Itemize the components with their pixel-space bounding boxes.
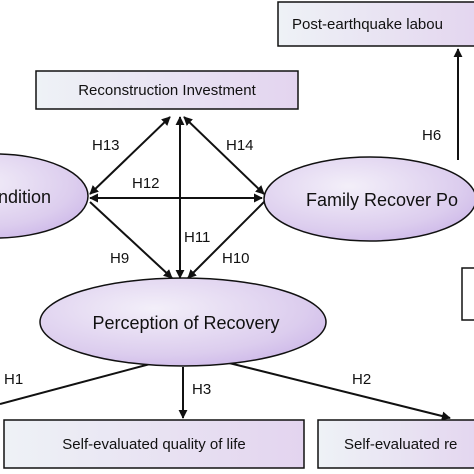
edge-label-h12: H12 [132, 175, 160, 192]
node-self-evaluated-quality-of-life: Self-evaluated quality of life [3, 419, 305, 469]
self-evaluated-re-label: Self-evaluated re [344, 436, 457, 453]
edge-label-h1: H1 [4, 371, 23, 388]
node-condition: ndition [0, 153, 89, 239]
edge-label-h2: H2 [352, 371, 371, 388]
family-recover-label: Family Recover Po [306, 190, 458, 210]
node-perception-of-recovery: Perception of Recovery [39, 277, 327, 367]
edge-h10 [187, 201, 265, 279]
edge-label-h11: H11 [184, 229, 210, 246]
edge-label-h3: H3 [192, 381, 211, 398]
edge-h13 [89, 116, 171, 195]
node-reconstruction-investment: Reconstruction Investment [35, 70, 299, 110]
perception-of-recovery-label: Perception of Recovery [92, 313, 279, 333]
edge-h1 [0, 363, 151, 405]
node-offscreen-right [461, 267, 474, 321]
reconstruction-investment-label: Reconstruction Investment [78, 82, 256, 99]
edge-h9 [89, 201, 173, 279]
edge-h14 [183, 116, 265, 195]
edge-h2 [224, 361, 451, 421]
self-evaluated-quality-label: Self-evaluated quality of life [62, 436, 245, 453]
edge-label-h13: H13 [92, 137, 120, 154]
node-family-recover: Family Recover Po [263, 156, 474, 242]
edge-label-h10: H10 [222, 250, 250, 267]
post-earthquake-labour-label: Post-earthquake labou [292, 16, 443, 33]
node-self-evaluated-re: Self-evaluated re [317, 419, 474, 469]
edge-label-h9: H9 [110, 250, 129, 267]
edge-label-h6: H6 [422, 127, 441, 144]
node-post-earthquake-labour: Post-earthquake labou [277, 1, 474, 47]
edge-label-h14: H14 [226, 137, 254, 154]
condition-label: ndition [0, 187, 51, 207]
